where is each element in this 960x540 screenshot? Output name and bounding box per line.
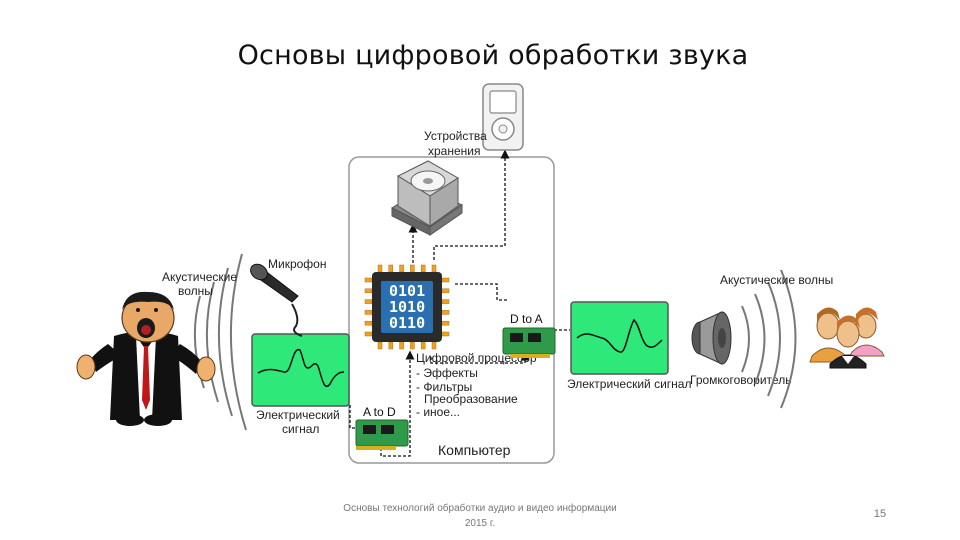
- chip-pin: [441, 320, 450, 326]
- electric-signal-right: Электрический сигнал: [567, 377, 691, 391]
- line-dsp-to-da-bottom: [430, 351, 530, 364]
- right-oscilloscope-icon: [570, 301, 669, 375]
- footer-line-1: Основы технологий обработки аудио и виде…: [343, 503, 617, 514]
- dsp-item-2: - Фильтры: [416, 380, 472, 394]
- dsp-item-3: Преобразование: [424, 392, 518, 406]
- listeners-icon: [809, 307, 885, 369]
- chip-pin: [388, 264, 394, 273]
- chip-pin: [410, 264, 415, 273]
- left-sound-waves: [193, 253, 247, 431]
- chip-pin: [420, 341, 426, 350]
- acoustic-waves-left-2: волны: [178, 284, 213, 298]
- arrow-to-ipod: [433, 149, 510, 260]
- dsp-chip-icon: 0101 1010 0110: [364, 264, 450, 350]
- hard-disk-icon: [390, 160, 464, 236]
- chip-pin: [399, 264, 404, 273]
- chip-pin: [410, 341, 415, 350]
- dsp-item-4: - иное...: [416, 405, 460, 419]
- line-dsp-to-da: [455, 283, 509, 301]
- chip-pin: [441, 277, 450, 283]
- ipod-icon: [482, 83, 524, 151]
- chip-bits-1: 0101: [389, 282, 425, 300]
- line-ad-to-dsp: [380, 350, 415, 457]
- acoustic-waves-right: Акустические волны: [720, 273, 833, 287]
- chip-pin: [441, 299, 450, 304]
- storage-label-2: хранения: [428, 144, 480, 158]
- computer-box: [348, 156, 555, 464]
- connection-lines: [349, 149, 570, 457]
- right-sound-waves: [741, 269, 797, 409]
- d-to-a-label: D to A: [510, 312, 543, 326]
- d-to-a-card-icon: [502, 327, 556, 358]
- chip-pin: [441, 288, 450, 294]
- chip-pin: [431, 341, 437, 350]
- computer-label: Компьютер: [438, 442, 511, 458]
- a-to-d-card-icon: [355, 419, 409, 450]
- chip-pin: [441, 331, 450, 337]
- chip-pin: [431, 264, 437, 273]
- footer: Основы технологий обработки аудио и виде…: [300, 501, 660, 531]
- chip-pin: [377, 341, 383, 350]
- chip-pin: [364, 310, 373, 315]
- page-number: 15: [873, 508, 887, 520]
- chip-pin: [399, 341, 404, 350]
- speaker-icon: [691, 311, 732, 365]
- chip-pin: [364, 299, 373, 304]
- chip-pin: [364, 288, 373, 294]
- chip-bits-2: 1010: [389, 298, 425, 316]
- microphone-label: Микрофон: [268, 257, 326, 271]
- chip-bits-3: 0110: [389, 314, 425, 332]
- slide-title: Основы цифровой обработки звука: [237, 40, 749, 71]
- electric-signal-left-2: сигнал: [282, 422, 319, 436]
- footer-line-2: 2015 г.: [464, 518, 496, 529]
- electric-signal-left-1: Электрический: [256, 408, 340, 422]
- acoustic-waves-left-1: Акустические: [162, 270, 237, 284]
- chip-pin: [364, 277, 373, 283]
- storage-label-1: Устройства: [424, 129, 487, 143]
- speaker-label: Громкоговоритель: [690, 373, 791, 387]
- line-screen-to-ad: [349, 405, 356, 429]
- chip-pin: [364, 331, 373, 337]
- chip-pin: [420, 264, 426, 273]
- dsp-item-1: - Эффекты: [416, 366, 478, 380]
- singer-icon: [76, 291, 216, 426]
- chip-pin: [364, 320, 373, 326]
- chip-pin: [388, 341, 394, 350]
- chip-pin: [441, 310, 450, 315]
- microphone-icon: [250, 263, 303, 337]
- a-to-d-label: A to D: [363, 405, 396, 419]
- chip-pin: [377, 264, 383, 273]
- left-oscilloscope-icon: [251, 333, 350, 407]
